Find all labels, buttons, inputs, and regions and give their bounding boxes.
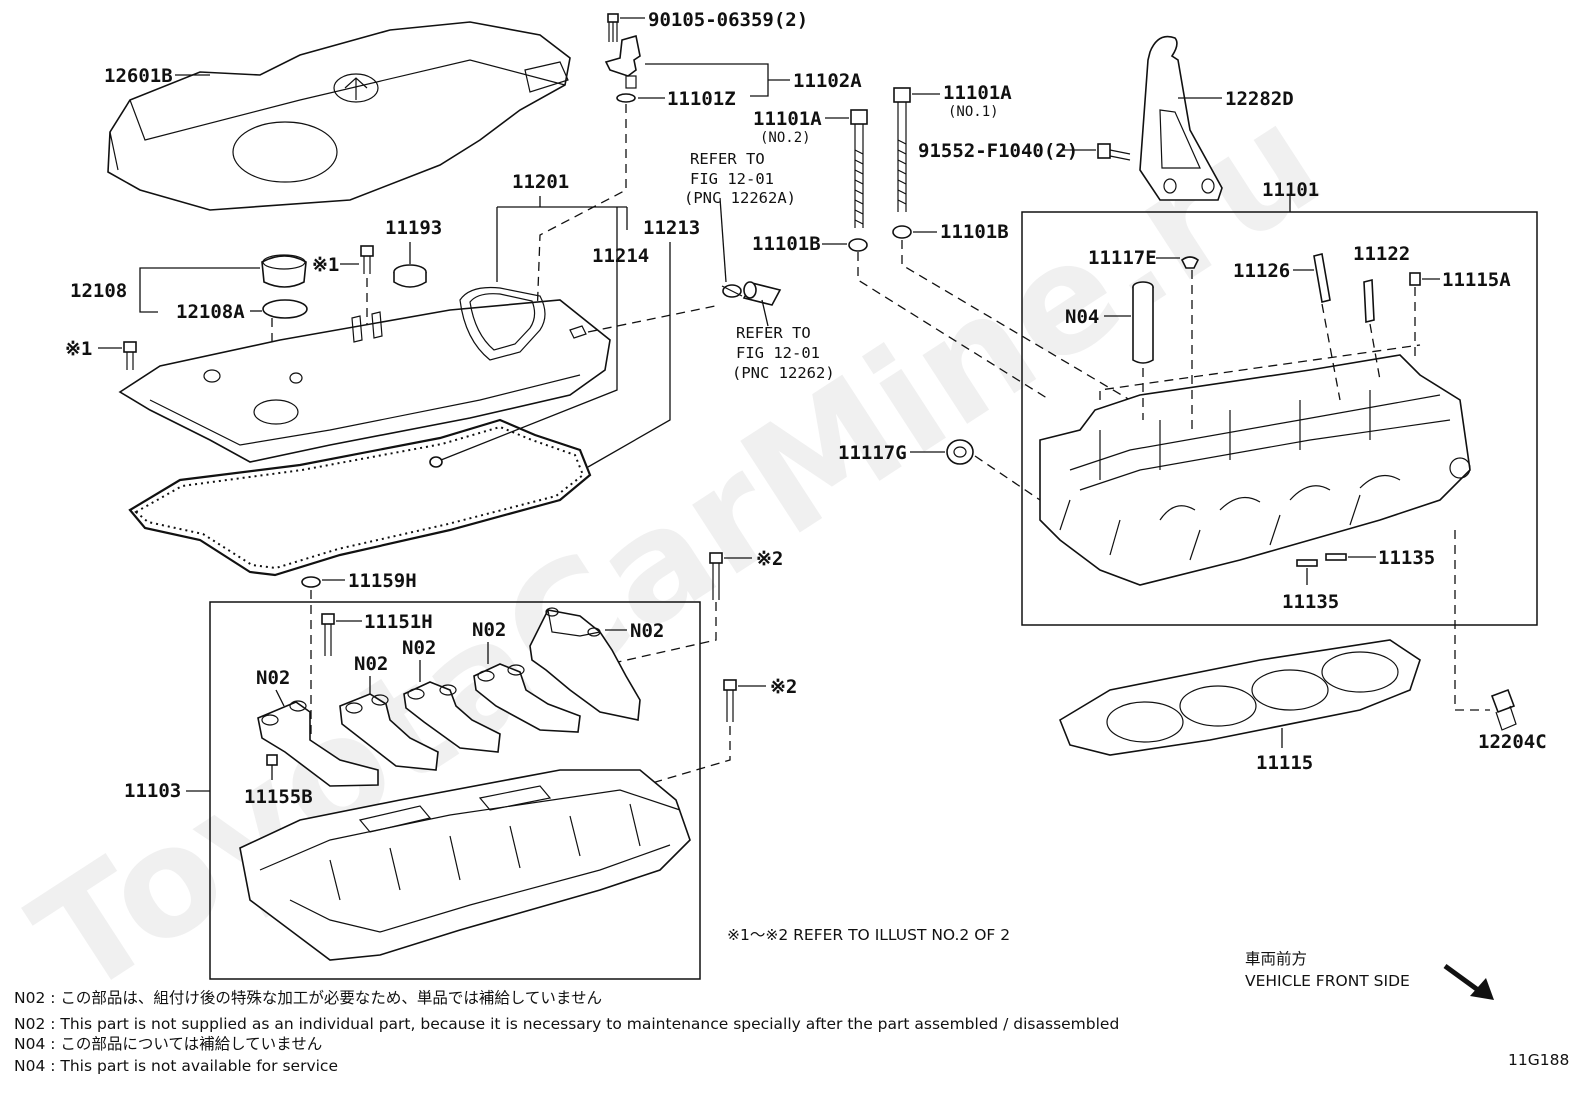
- seal-11159H: [301, 576, 321, 588]
- label-11201: 11201: [512, 171, 569, 193]
- guide-11122: [1363, 278, 1375, 324]
- label-11101Z: 11101Z: [667, 88, 736, 110]
- plug-11193: [393, 264, 427, 288]
- oil-filler-cap-12108: [261, 254, 307, 288]
- sleeve-N04: [1132, 281, 1154, 364]
- label-11213: 11213: [643, 217, 700, 239]
- sensor-bolt: [607, 13, 619, 42]
- label-11155B: 11155B: [244, 786, 313, 808]
- engine-hanger-12282D: [1139, 35, 1223, 201]
- o-ring-11101Z: [616, 93, 636, 103]
- label-N04: N04: [1065, 306, 1099, 328]
- label-no1: (NO.1): [948, 104, 999, 120]
- label-91552-F1040: 91552-F1040(2): [918, 140, 1078, 162]
- label-11135-a: 11135: [1378, 547, 1435, 569]
- ref2-line3: (PNC 12262): [732, 364, 835, 382]
- breather-hose: [721, 281, 782, 306]
- label-11117G: 11117G: [838, 442, 907, 464]
- camshaft-sensor: [604, 34, 641, 89]
- pin-11126: [1313, 253, 1331, 303]
- label-12204C: 12204C: [1478, 731, 1547, 753]
- valve-cover-11201: [118, 286, 611, 463]
- plug-12204C: [1490, 688, 1517, 731]
- label-mark1b: ※1: [65, 338, 92, 360]
- ref1-line1: REFER TO: [690, 150, 765, 168]
- label-11214: 11214: [592, 245, 649, 267]
- label-11103: 11103: [124, 780, 181, 802]
- illust-reference: ※1～※2 REFER TO ILLUST NO.2 OF 2: [727, 926, 1010, 944]
- cam-cap-1: [257, 700, 379, 787]
- washer-11101B-b: [892, 225, 912, 239]
- pin-11155B: [266, 754, 278, 766]
- cam-cap-3: [403, 681, 501, 753]
- dowel-11135-b: [1325, 553, 1347, 561]
- label-90105-06359: 90105-06359(2): [648, 9, 808, 31]
- label-11102A: 11102A: [793, 70, 862, 92]
- plug-11117E: [1180, 256, 1200, 269]
- gasket-12108A: [262, 299, 308, 319]
- label-N02-b: N02: [354, 653, 388, 675]
- cylinder-head-box: [1021, 211, 1538, 626]
- label-12108: 12108: [70, 280, 127, 302]
- note-n04-jp: N04 : この部品については補給していません: [14, 1035, 322, 1053]
- valve-cover-gasket-11213: [128, 418, 592, 577]
- bolt-mark2a: [709, 552, 723, 600]
- label-11115: 11115: [1256, 752, 1313, 774]
- bolt-mark2b: [723, 679, 737, 722]
- bolt-11151H: [321, 613, 335, 656]
- label-N02-c: N02: [402, 637, 436, 659]
- label-mark2b: ※2: [770, 676, 797, 698]
- plug-11117G: [946, 439, 974, 465]
- cam-cap-4: [473, 663, 581, 733]
- label-12601B: 12601B: [104, 65, 173, 87]
- label-11122: 11122: [1353, 243, 1410, 265]
- label-11193: 11193: [385, 217, 442, 239]
- front-arrow-icon: [1443, 963, 1494, 1000]
- label-11135-b: 11135: [1282, 591, 1339, 613]
- label-11115A: 11115A: [1442, 269, 1511, 291]
- label-11151H: 11151H: [364, 611, 433, 633]
- label-11101B-a: 11101B: [752, 233, 821, 255]
- label-11117E: 11117E: [1088, 247, 1157, 269]
- pin-11115A: [1409, 272, 1421, 286]
- label-11101B-b: 11101B: [940, 221, 1009, 243]
- label-mark1a: ※1: [312, 254, 339, 276]
- vehicle-front-en: VEHICLE FRONT SIDE: [1245, 972, 1410, 990]
- bolt-mark1b: [123, 341, 137, 370]
- label-12108A: 12108A: [176, 301, 245, 323]
- vehicle-front-jp: 車両前方: [1245, 950, 1307, 968]
- label-mark2a: ※2: [756, 548, 783, 570]
- ref2-line1: REFER TO: [736, 324, 811, 342]
- note-n04-en: N04 : This part is not available for ser…: [14, 1057, 338, 1075]
- label-N02-a: N02: [256, 667, 290, 689]
- cam-housing-11103: [239, 769, 691, 961]
- bolt-mark1a: [360, 245, 374, 274]
- figure-code: 11G188: [1508, 1051, 1569, 1069]
- cam-cap-2: [339, 693, 439, 771]
- ref1-line2: FIG 12-01: [690, 170, 774, 188]
- bolt-91552: [1097, 143, 1131, 161]
- ref2-line2: FIG 12-01: [736, 344, 820, 362]
- label-N02-d: N02: [472, 619, 506, 641]
- ref1-line3: (PNC 12262A): [684, 189, 796, 207]
- label-12282D: 12282D: [1225, 88, 1294, 110]
- washer-11101B-a: [848, 238, 868, 252]
- dowel-11135-a: [1296, 559, 1318, 567]
- head-gasket-11115: [1059, 639, 1421, 756]
- head-bolt-no1: [893, 87, 911, 212]
- note-n02-en: N02 : This part is not supplied as an in…: [14, 1015, 1119, 1033]
- cam-cap-5: [529, 607, 641, 721]
- label-no2: (NO.2): [760, 130, 811, 146]
- label-11101A-no1: 11101A: [943, 82, 1012, 104]
- label-11126: 11126: [1233, 260, 1290, 282]
- cylinder-head: [1039, 354, 1471, 586]
- label-11101: 11101: [1262, 179, 1319, 201]
- label-11101A-no2: 11101A: [753, 108, 822, 130]
- note-n02-jp: N02 : この部品は、組付け後の特殊な加工が必要なため、単品では補給していませ…: [14, 989, 602, 1007]
- label-N02-e: N02: [630, 620, 664, 642]
- head-bolt-no2: [850, 109, 868, 228]
- engine-cover: [107, 21, 571, 211]
- label-11159H: 11159H: [348, 570, 417, 592]
